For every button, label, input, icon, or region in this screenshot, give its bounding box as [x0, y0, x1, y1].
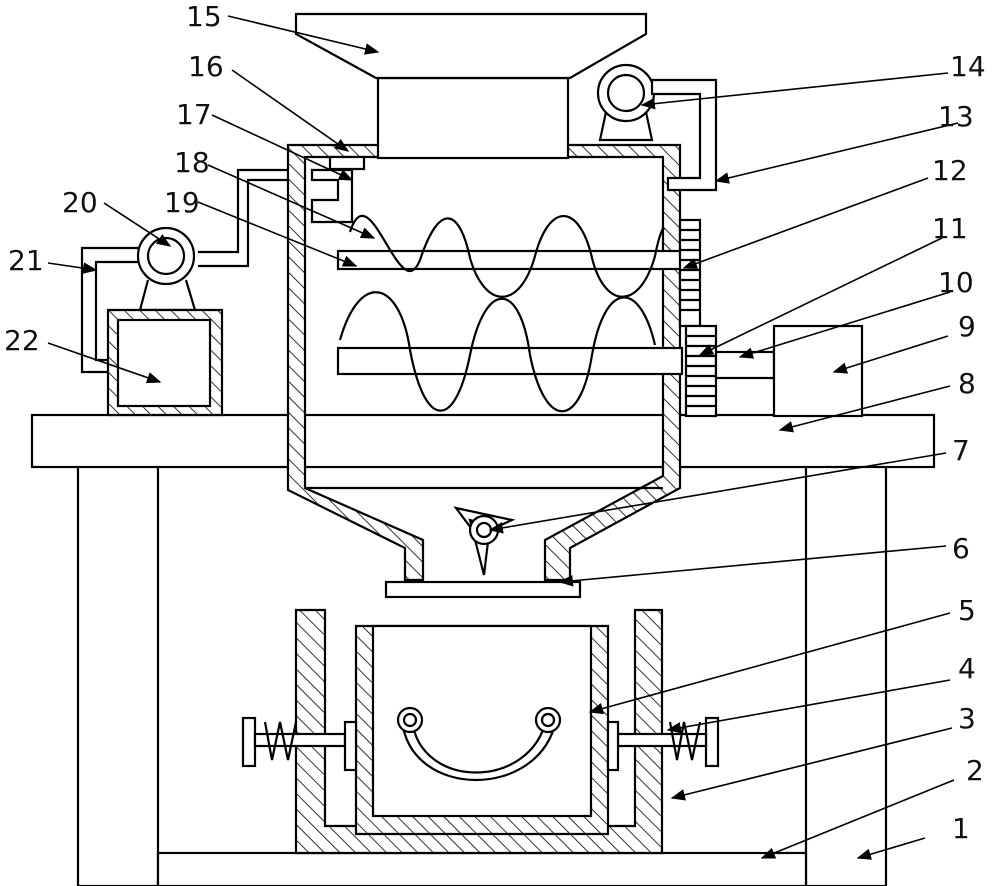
left-knob	[241, 716, 257, 768]
label-17: 17	[176, 98, 212, 131]
pipe-19	[198, 168, 288, 268]
tank-wall	[286, 143, 682, 582]
shaft-lower	[336, 346, 684, 376]
gear-11	[684, 324, 718, 418]
right-pad	[606, 720, 620, 772]
handle	[410, 719, 548, 774]
fan-14-mount	[598, 111, 654, 142]
label-8: 8	[958, 367, 976, 400]
labels: 1 2 3 4 5 6 7 8 9 10 11 12 13 14 15 16 1…	[4, 0, 986, 845]
label-4: 4	[958, 652, 976, 685]
left-leg	[76, 438, 160, 886]
label-1: 1	[952, 812, 970, 845]
label-19: 19	[164, 186, 200, 219]
shaft-upper	[336, 249, 684, 271]
auger-upper	[348, 214, 665, 298]
vent-17	[328, 155, 366, 171]
discharge-plate	[384, 580, 582, 599]
label-22: 22	[4, 324, 40, 357]
left-spring	[263, 721, 298, 761]
blower-system	[80, 155, 366, 417]
motor-9	[772, 324, 864, 418]
rotor-center	[475, 521, 493, 539]
base-plate	[156, 851, 808, 886]
hopper	[294, 12, 648, 80]
handle-outer	[400, 719, 558, 782]
label-3: 3	[958, 702, 976, 735]
label-9: 9	[958, 310, 976, 343]
label-11: 11	[932, 212, 968, 245]
leader-lines	[47, 15, 959, 860]
label-7: 7	[952, 434, 970, 467]
handle-ring-left-inner	[402, 712, 418, 728]
support-frame	[294, 608, 664, 855]
right-rod	[616, 732, 708, 748]
frame	[30, 413, 936, 886]
label-12: 12	[932, 154, 968, 187]
label-13: 13	[938, 100, 974, 133]
left-pad	[343, 720, 358, 772]
right-spring	[668, 721, 702, 761]
label-5: 5	[958, 594, 976, 627]
fan-14-inner	[606, 73, 646, 113]
label-18: 18	[174, 146, 210, 179]
feed-assembly	[294, 12, 718, 192]
top-plate	[30, 413, 936, 469]
collection-assembly	[241, 608, 720, 855]
auger-lower	[338, 291, 657, 413]
pipe-21	[80, 246, 138, 374]
right-knob	[704, 716, 720, 768]
label-16: 16	[188, 50, 224, 83]
label-14: 14	[950, 50, 986, 83]
label-15: 15	[186, 0, 222, 33]
right-leg	[804, 438, 888, 886]
feed-neck	[376, 76, 570, 160]
duct-13	[650, 78, 718, 192]
label-21: 21	[8, 244, 44, 277]
handle-ring-right-inner	[540, 712, 556, 728]
augers	[336, 214, 864, 418]
filter-18	[310, 168, 354, 224]
label-20: 20	[62, 186, 98, 219]
label-10: 10	[938, 266, 974, 299]
tank-22-inner	[116, 318, 212, 408]
label-6: 6	[952, 532, 970, 565]
label-2: 2	[966, 754, 984, 787]
